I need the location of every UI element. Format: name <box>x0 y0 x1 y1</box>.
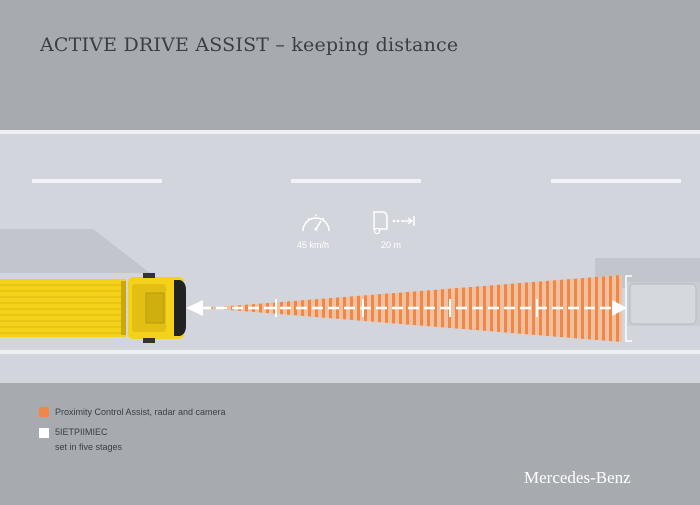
legend-item-distance-subtext: set in five stages <box>55 442 123 452</box>
speedometer-icon <box>302 214 330 232</box>
lane-marking <box>32 179 162 183</box>
road-edge-bottom <box>0 350 700 354</box>
speed-readout: 45 km/h <box>297 240 330 250</box>
truck <box>0 273 186 343</box>
distance-icon <box>373 211 415 235</box>
distance-line <box>186 300 627 316</box>
road-edge-top <box>0 130 700 134</box>
legend-item-radar: Proximity Control Assist, radar and came… <box>55 407 226 417</box>
lane-marking <box>551 179 681 183</box>
lane-marking <box>291 179 421 183</box>
legend-item-distance: 5IETPIIMIEC <box>55 427 108 437</box>
distance-readout: 20 m <box>381 240 402 250</box>
distance-stage-markers <box>275 299 538 317</box>
legend-swatch-radar <box>39 407 49 417</box>
page-title: ACTIVE DRIVE ASSIST – keeping distance <box>40 34 459 56</box>
vehicle-ahead <box>626 282 700 326</box>
brand-wordmark: Mercedes-Benz <box>524 468 631 487</box>
legend-swatch-distance <box>39 428 49 438</box>
